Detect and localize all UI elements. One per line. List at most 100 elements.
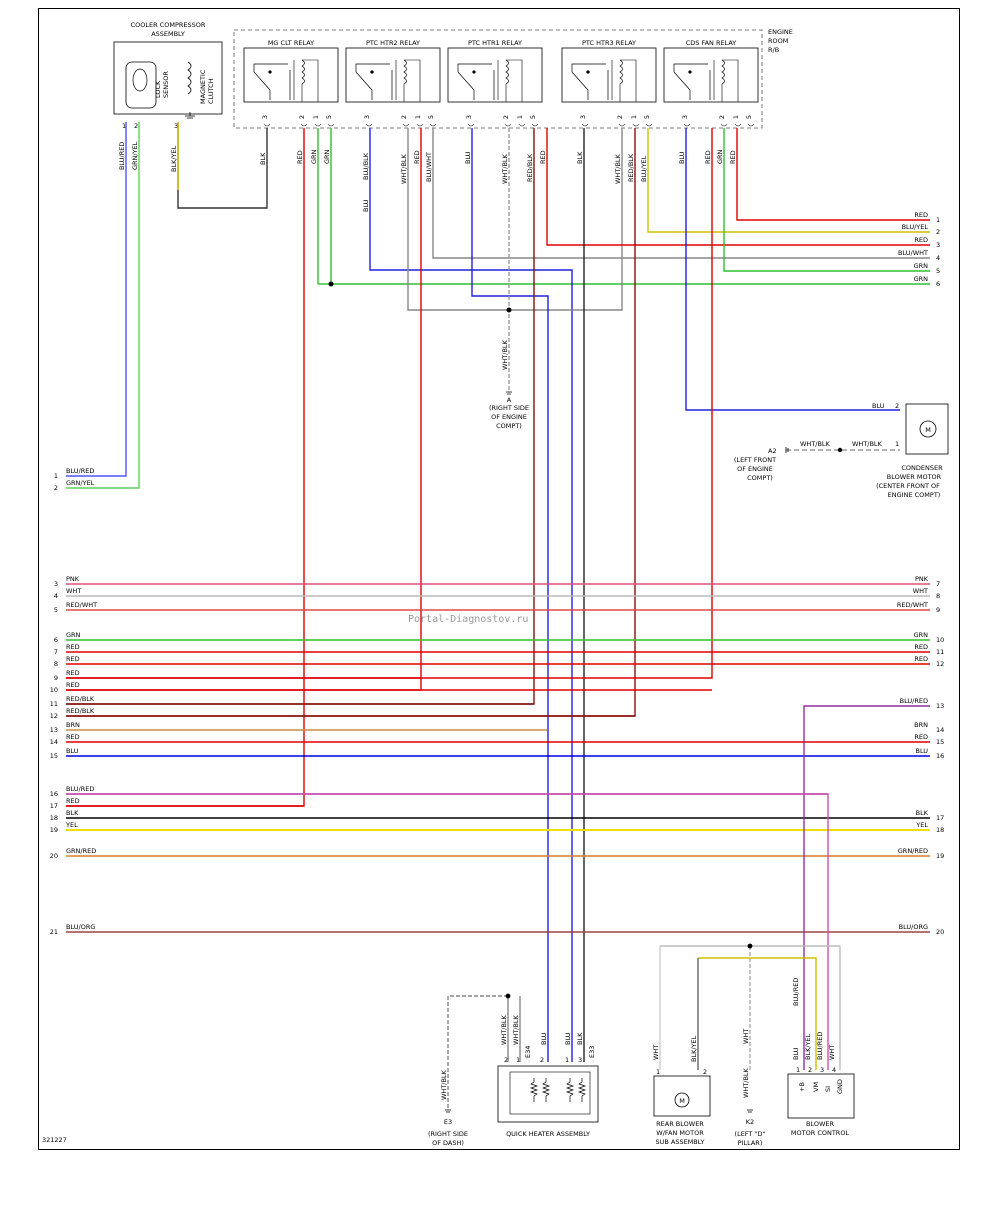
harness-left-label: RED bbox=[66, 733, 80, 741]
harness-top-num: 5 bbox=[936, 267, 940, 275]
condenser-label-2: BLOWER MOTOR bbox=[887, 473, 942, 481]
cooler-compressor-assembly: COOLER COMPRESSOR ASSEMBLY LOCK SENSOR M… bbox=[113, 21, 223, 130]
rear-blower-l3: SUB ASSEMBLY bbox=[655, 1138, 704, 1146]
harness-right-label: GRN bbox=[914, 631, 929, 639]
bmc-pin-si: SI bbox=[824, 1086, 832, 1092]
relay-pin: 1 bbox=[732, 115, 740, 119]
harness-right-label: RED/WHT bbox=[897, 601, 928, 609]
harness-right-label: GRN/RED bbox=[898, 847, 928, 855]
relay-name: PTC HTR2 RELAY bbox=[366, 39, 420, 47]
relay-wire-label: BLK bbox=[576, 151, 584, 164]
svg-text:2: 2 bbox=[808, 1066, 812, 1074]
svg-text:M: M bbox=[679, 1097, 685, 1105]
svg-text:4: 4 bbox=[832, 1066, 836, 1074]
relay-wire-label: RED bbox=[704, 150, 712, 164]
relay-pin: 3 bbox=[363, 115, 371, 119]
ground-a-l1: (RIGHT SIDE bbox=[489, 404, 529, 412]
relay-pin: 2 bbox=[718, 115, 726, 119]
k2-l2: PILLAR) bbox=[738, 1139, 763, 1147]
rb-wire-blkyel: BLK/YEL bbox=[690, 1035, 698, 1062]
condenser-blower-motor: M BLU 2 1 WHT/BLK WHT/BLK A2 (LEFT FRONT… bbox=[734, 402, 949, 499]
bmc-label-2: MOTOR CONTROL bbox=[791, 1129, 850, 1137]
relay-name: PTC HTR3 RELAY bbox=[582, 39, 636, 47]
harness-right-label: BLU bbox=[915, 747, 928, 755]
harness-left-label: RED bbox=[66, 655, 80, 663]
compressor-title-2: ASSEMBLY bbox=[151, 30, 185, 38]
bmc-wire-wht: WHT bbox=[828, 1045, 836, 1060]
harness-right-num: 8 bbox=[936, 592, 940, 600]
harness-lefttop-label: BLU/RED bbox=[66, 467, 94, 475]
relay-pin: 5 bbox=[643, 115, 651, 119]
harness-top-label: GRN bbox=[914, 275, 929, 283]
watermark: Portal-Diagnostov.ru bbox=[408, 614, 528, 625]
harness-left-label: RED/WHT bbox=[66, 601, 97, 609]
blower-wires bbox=[66, 705, 930, 1110]
clutch-label: CLUTCH bbox=[207, 78, 215, 104]
rb-label-3: R/B bbox=[768, 46, 779, 54]
harness-left-label: WHT bbox=[66, 587, 81, 595]
qh-wire-3: BLU bbox=[540, 1032, 548, 1045]
condenser-wire-whtblk-2: WHT/BLK bbox=[800, 440, 831, 448]
harness-left-label: GRN/RED bbox=[66, 847, 96, 855]
clutch-ground-icon bbox=[185, 112, 195, 119]
wire-label-blk-1: BLK bbox=[259, 152, 267, 165]
harness-left-label: PNK bbox=[66, 575, 80, 583]
harness-top-num: 1 bbox=[936, 216, 940, 224]
relay-wire-label: GRN bbox=[323, 149, 331, 164]
relay-wire-label: WHT/BLK bbox=[400, 153, 408, 184]
harness-left-num: 9 bbox=[54, 674, 58, 682]
svg-text:2: 2 bbox=[134, 122, 138, 130]
k2-id: K2 bbox=[746, 1118, 754, 1126]
harness-right-label: RED bbox=[914, 733, 928, 741]
relay-wire-label: GRN bbox=[310, 149, 318, 164]
harness-right-num: 18 bbox=[936, 826, 944, 834]
harness-lines: 3PNK4WHT5RED/WHT6GRN7RED8RED9RED10RED11R… bbox=[50, 211, 945, 936]
svg-text:2: 2 bbox=[504, 1056, 508, 1064]
svg-text:2: 2 bbox=[703, 1068, 707, 1076]
relay-wire-label: RED bbox=[296, 150, 304, 164]
harness-top-label: BLU/WHT bbox=[898, 249, 928, 257]
svg-text:1: 1 bbox=[796, 1066, 800, 1074]
ground-a-l2: OF ENGINE bbox=[491, 413, 527, 421]
k2-wire-whtblk: WHT/BLK bbox=[742, 1067, 750, 1098]
svg-text:M: M bbox=[925, 426, 931, 434]
wire-label-wht-blk-a: WHT/BLK bbox=[501, 339, 509, 370]
relay-wire-label: RED/BLK bbox=[526, 153, 534, 182]
harness-left-num: 18 bbox=[50, 814, 58, 822]
harness-right-num: 20 bbox=[936, 928, 944, 936]
svg-text:2: 2 bbox=[540, 1056, 544, 1064]
harness-left-label: BLK bbox=[66, 809, 79, 817]
qh-wire-1: WHT/BLK bbox=[500, 1014, 508, 1045]
k2-l1: (LEFT "D" bbox=[735, 1130, 766, 1138]
harness-left-num: 16 bbox=[50, 790, 58, 798]
harness-top-label: RED bbox=[914, 236, 928, 244]
harness-right-label: BLK bbox=[916, 809, 929, 817]
ground-a2-l2: OF ENGINE bbox=[737, 465, 773, 473]
wire-label-grn-yel: GRN/YEL bbox=[131, 141, 139, 170]
conn-e34: E34 bbox=[524, 1046, 532, 1058]
harness-lefttop-label: GRN/YEL bbox=[66, 479, 95, 487]
relay-pin: 1 bbox=[414, 115, 422, 119]
condenser-label-3: (CENTER FRONT OF bbox=[876, 482, 940, 490]
relay-wire-label: BLU/WHT bbox=[425, 152, 433, 182]
svg-text:1: 1 bbox=[516, 1056, 520, 1064]
relay-pin: 3 bbox=[681, 115, 689, 119]
qh-wire-2: WHT/BLK bbox=[512, 1014, 520, 1045]
rb-wire-wht: WHT bbox=[652, 1045, 660, 1060]
bmc-wire-blured: BLU/RED bbox=[792, 978, 800, 1006]
harness-right-num: 16 bbox=[936, 752, 944, 760]
relay-wire-label: RED bbox=[413, 150, 421, 164]
condenser-label-1: CONDENSER bbox=[901, 464, 943, 472]
harness-right-label: RED bbox=[914, 643, 928, 651]
relay-wire-label: RED bbox=[729, 150, 737, 164]
harness-top-label: GRN bbox=[914, 262, 929, 270]
harness-left-label: RED bbox=[66, 797, 80, 805]
relay-pin: 5 bbox=[325, 115, 333, 119]
svg-text:1: 1 bbox=[656, 1068, 660, 1076]
e3-l1: (RIGHT SIDE bbox=[428, 1130, 468, 1138]
